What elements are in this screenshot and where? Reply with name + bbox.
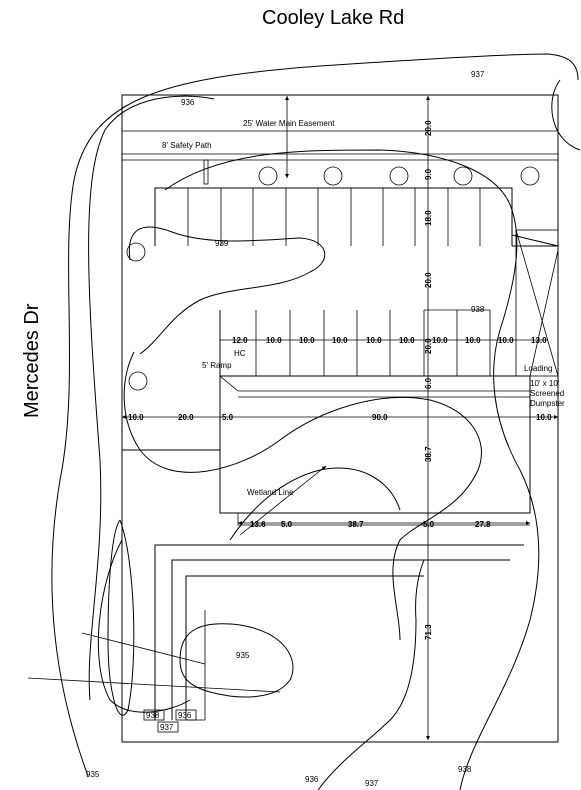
dumpster-label-1: 10' x 10' [530, 379, 560, 388]
contour-939-label: 939 [215, 239, 229, 248]
easement-label: 25' Water Main Easement [243, 119, 335, 128]
drive-aisle-edge [511, 234, 559, 247]
dim-v-18: 18.0 [424, 210, 433, 226]
contour-938-right [164, 149, 540, 790]
dim-v-20-mid: 20.0 [424, 272, 433, 288]
contour-937-bottom-label: 937 [365, 779, 379, 788]
ramp-label: 5' Ramp [202, 361, 232, 370]
dumpster-label-2: Screened [530, 389, 564, 398]
tree-7 [128, 371, 148, 391]
tree-3 [389, 166, 409, 186]
dim-h-20: 20.0 [178, 413, 194, 422]
ramp-line [219, 375, 239, 392]
survey-line-1 [81, 632, 206, 665]
contour-936-bottom-label: 936 [305, 775, 319, 784]
contour-936-box-label: 936 [178, 711, 192, 720]
contour-935-bottom-label: 935 [86, 770, 100, 779]
contour-935-mid-label: 935 [236, 651, 250, 660]
tree-6 [126, 242, 146, 262]
parking-row-dim-3: 10.0 [299, 336, 315, 345]
parking-row-dims: 12.0 10.0 10.0 10.0 10.0 10.0 10.0 10.0 10.0 13.0 [220, 336, 548, 345]
contour-938-box-label: 938 [146, 711, 160, 720]
contour-939 [128, 226, 326, 355]
parking-row-dim-7: 10.0 [432, 336, 448, 345]
dim-b-5-0-b: 5.0 [423, 520, 435, 529]
building-lower-line [237, 513, 530, 526]
dim-v-71-3: 71.3 [424, 624, 433, 640]
safety-path-label: 8' Safety Path [162, 141, 212, 150]
contour-937-box-label: 937 [160, 723, 174, 732]
dim-v-20-row: 20.0 [424, 338, 433, 354]
parking-row-dim-6: 10.0 [399, 336, 415, 345]
cooley-lake-rd-label: Cooley Lake Rd [262, 7, 404, 29]
parking-row-dim-10: 13.0 [531, 336, 547, 345]
contour-937-box [157, 721, 179, 733]
dim-b-38-7: 38.7 [348, 520, 364, 529]
dim-b-5-0-a: 5.0 [281, 520, 293, 529]
contour-935 [179, 623, 294, 698]
loading-area [512, 245, 559, 310]
tree-5 [520, 166, 540, 186]
dim-v-20-top: 20.0 [424, 120, 433, 136]
lower-lot-inner [185, 575, 424, 720]
building-footprint [219, 375, 531, 514]
tree-4 [453, 166, 473, 186]
contour-938-box [143, 709, 165, 721]
dim-v-9: 9.0 [424, 168, 433, 180]
upper-parking-outline [154, 187, 513, 246]
contour-wetland [229, 467, 401, 541]
safety-path-post [203, 159, 209, 185]
dim-h-10-right: 10.0 [536, 413, 552, 422]
dumpster-label-3: Dumpster [530, 399, 565, 408]
contour-938-bottom-label: 938 [458, 765, 472, 774]
dim-b-27-8: 27.8 [475, 520, 491, 529]
parking-row-dim-4: 10.0 [332, 336, 348, 345]
dim-b-13-6: 13.6 [250, 520, 266, 529]
tree-1 [258, 166, 278, 186]
contour-bottom-936 [317, 559, 425, 790]
dim-v-38-7: 38.7 [424, 446, 433, 462]
survey-line-2 [27, 677, 281, 693]
mercedes-dr-label: Mercedes Dr [21, 303, 43, 418]
contour-main [123, 351, 482, 641]
lower-lot-outer [154, 544, 524, 720]
dim-h-5: 5.0 [222, 413, 234, 422]
loading-label: Loading [524, 364, 552, 373]
contour-937-top-label: 937 [471, 70, 485, 79]
parking-row-dim-2: 10.0 [266, 336, 282, 345]
loading-x-2 [529, 249, 559, 377]
loading-box [515, 229, 559, 377]
contour-936-top-label: 936 [181, 98, 195, 107]
contour-right-edge [551, 79, 581, 151]
loading-x-1 [515, 229, 559, 377]
dim-h-10-left: 10.0 [128, 413, 144, 422]
parking-row-dim-5: 10.0 [366, 336, 382, 345]
tree-2 [323, 166, 343, 186]
parking-row-dim-9: 10.0 [498, 336, 514, 345]
contour-936-left [88, 95, 215, 701]
contour-937-top [51, 53, 579, 777]
lower-lot-middle [171, 559, 510, 720]
dim-h-90: 90.0 [372, 413, 388, 422]
wetland-line-label: Wetland Line [247, 488, 294, 497]
contour-936-box [175, 709, 197, 721]
hc-label: HC [234, 349, 246, 358]
parking-row-dim-1: 12.0 [232, 336, 248, 345]
dim-v-6: 6.0 [424, 377, 433, 389]
contour-938-right-label: 938 [471, 305, 485, 314]
parking-row-dim-8: 10.0 [465, 336, 481, 345]
contour-ellipse-left [107, 519, 135, 716]
vertical-dim-labels: 20.0 9.0 18.0 20.0 20.0 6.0 38.7 71.3 [424, 120, 433, 640]
